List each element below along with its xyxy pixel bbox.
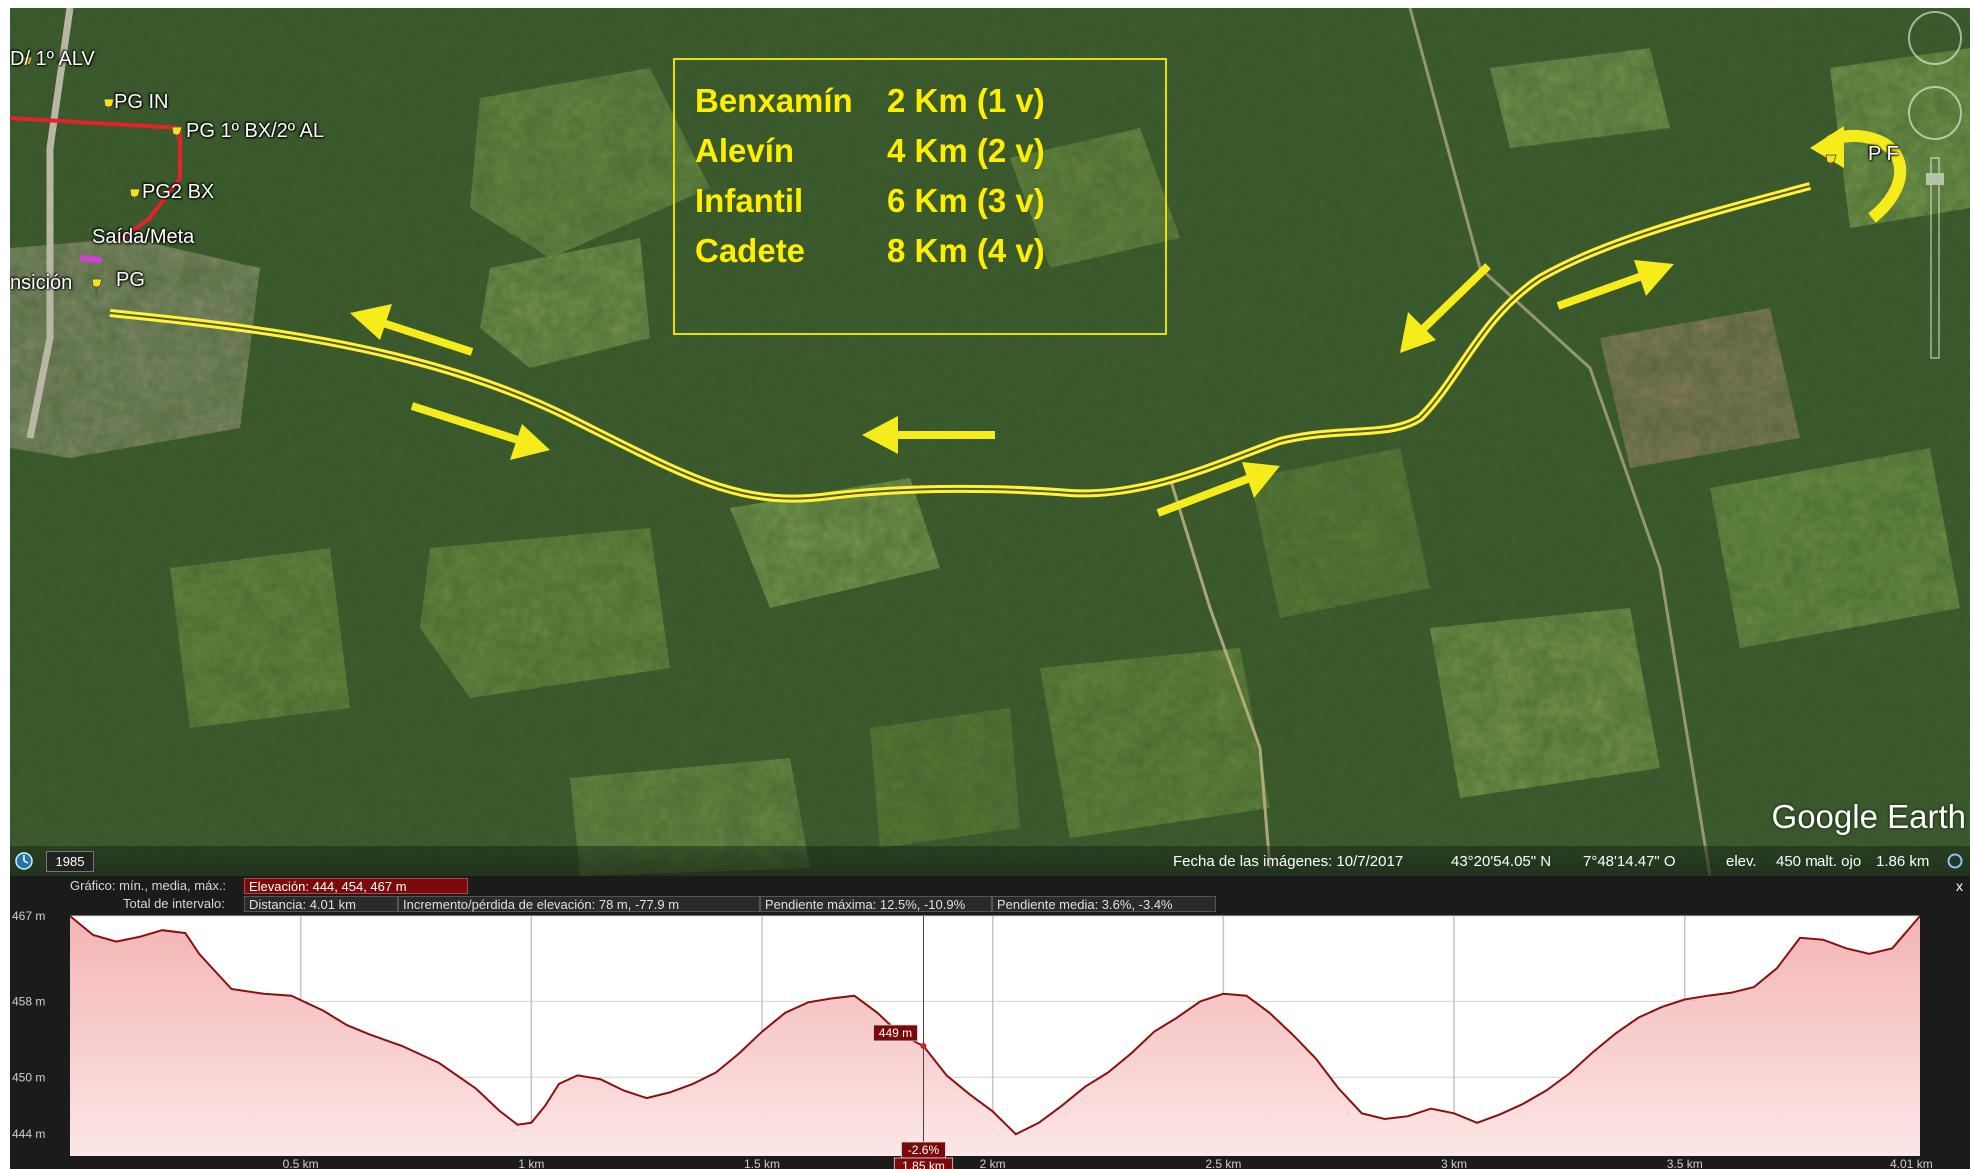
pushpin-icon[interactable]	[102, 98, 116, 114]
legend-category: Infantil	[695, 182, 804, 219]
latitude: 43°20'54.05" N	[1451, 853, 1552, 870]
pin-label-transicion[interactable]: nsición	[10, 272, 73, 294]
pushpin-icon[interactable]	[170, 126, 184, 142]
arrow-northeast	[1556, 260, 1674, 310]
pushpin-icon[interactable]	[128, 188, 142, 204]
cursor-elevation: 449 m	[873, 1024, 918, 1042]
arrow-west-2	[862, 416, 995, 454]
pin-label-pf[interactable]: P F	[1868, 143, 1899, 165]
longitude: 7°48'14.47" O	[1583, 853, 1676, 870]
elevation-value: 450 m	[1776, 853, 1818, 870]
x-tick-label: 2.5 km	[1205, 1157, 1241, 1169]
legend-distance: 4 Km (2 v)	[887, 132, 1045, 169]
cursor-point	[920, 1042, 927, 1049]
distance-box: Distancia: 4.01 km	[244, 896, 398, 912]
map-imagery	[10, 8, 1970, 876]
legend-row: Infantil 6 Km (3 v)	[695, 176, 1165, 226]
start-route	[10, 116, 182, 242]
legend-category: Cadete	[695, 232, 806, 269]
pin-label-pg[interactable]: PG	[116, 269, 145, 291]
elevation-line	[69, 915, 1921, 1136]
cursor-slope: -2.6%	[901, 1141, 946, 1159]
svg-text:449 m: 449 m	[879, 1026, 912, 1040]
legend-distance: 8 Km (4 v)	[887, 232, 1045, 269]
legend-distance: 6 Km (3 v)	[887, 182, 1045, 219]
x-tick-label: 1 km	[518, 1157, 544, 1169]
close-icon[interactable]: x	[1956, 878, 1963, 894]
satellite-map[interactable]: D/ 1º ALV PG IN PG 1º BX/2º AL PG2 BX Sa…	[10, 8, 1970, 876]
elevation-gain-box: Incremento/pérdida de elevación: 78 m, -…	[398, 896, 760, 912]
cursor-readouts: 449 m -2.6% 1.85 km	[873, 1024, 954, 1169]
arrow-east-2	[1156, 462, 1280, 517]
google-earth-logo: Google Earth	[1771, 798, 1966, 835]
x-tick-label: 0.5 km	[283, 1157, 319, 1169]
legend-category: Benxamín	[695, 82, 853, 119]
legend-row: Cadete 8 Km (4 v)	[695, 226, 1165, 276]
navigation-control[interactable]	[1908, 11, 1962, 359]
legend-category: Alevín	[695, 132, 795, 169]
road	[26, 8, 74, 439]
pin-label-d1alv[interactable]: D/ 1º ALV	[10, 48, 95, 70]
eye-alt-value: 1.86 km	[1876, 853, 1930, 870]
legend-row: Benxamín 2 Km (1 v)	[695, 76, 1165, 126]
status-bar: 1985 Fecha de las imágenes: 10/7/2017 43…	[10, 846, 1970, 876]
y-tick-label: 450 m	[12, 1070, 45, 1084]
avg-slope-box: Pendiente media: 3.6%, -3.4%	[992, 896, 1216, 912]
y-tick-label: 458 m	[12, 994, 45, 1008]
svg-text:1.85 km: 1.85 km	[902, 1159, 945, 1169]
pushpin-icon[interactable]	[1824, 154, 1838, 170]
pin-label-pg-1bx-2al[interactable]: PG 1º BX/2º AL	[186, 120, 325, 142]
status-circle-icon	[1946, 852, 1964, 874]
track	[1168, 477, 1272, 869]
x-tick-label: 2 km	[980, 1157, 1006, 1169]
max-slope-box: Pendiente máxima: 12.5%, -10.9%	[760, 896, 992, 912]
arrow-west-1	[350, 304, 474, 356]
x-tick-label: 4.01 km	[1890, 1157, 1933, 1169]
transition-zone	[79, 255, 103, 263]
y-tick-label: 467 m	[12, 909, 45, 923]
terrain-texture	[10, 8, 1970, 876]
elevation-chart[interactable]: 467 m 458 m 450 m 444 m 0.5 km 1 km 1.5 km 2 k…	[10, 876, 1970, 1169]
y-axis-labels: 467 m 458 m 450 m 444 m	[12, 909, 45, 1141]
track	[1408, 8, 1712, 876]
elevation-profile-panel: Gráfico: mín., media, máx.: Elevación: 4…	[10, 876, 1970, 1169]
elevation-area	[70, 916, 1920, 1156]
pushpin-icon[interactable]	[20, 56, 34, 72]
x-tick-label: 3 km	[1441, 1157, 1467, 1169]
elevation-label: elev.	[1726, 853, 1757, 870]
x-axis-labels: 0.5 km 1 km 1.5 km 2 km 2.5 km 3 km 3.5 km 4.01…	[283, 1157, 1933, 1169]
x-tick-label: 3.5 km	[1667, 1157, 1703, 1169]
race-route-center	[109, 185, 1811, 500]
elevation-stats: Elevación: 444, 454, 467 m	[244, 878, 468, 894]
timeline-year[interactable]: 1985	[46, 851, 94, 872]
arrow-southwest	[1400, 263, 1491, 353]
pushpin-icon[interactable]	[90, 278, 104, 294]
graph-stats-label: Gráfico: mín., media, máx.:	[70, 878, 227, 893]
eye-alt-label: alt. ojo	[1817, 853, 1862, 870]
x-tick-label: 1.5 km	[744, 1157, 780, 1169]
pin-label-pg2-bx[interactable]: PG2 BX	[142, 181, 215, 203]
pin-label-saida-meta[interactable]: Saída/Meta	[92, 226, 195, 248]
y-tick-label: 444 m	[12, 1127, 45, 1141]
cursor-distance: 1.85 km	[893, 1157, 954, 1169]
arrow-east-1	[410, 402, 550, 460]
category-legend: Benxamín 2 Km (1 v) Alevín 4 Km (2 v) Infa…	[673, 58, 1167, 335]
interval-total-label: Total de intervalo:	[123, 896, 225, 911]
legend-distance: 2 Km (1 v)	[887, 82, 1045, 119]
svg-text:-2.6%: -2.6%	[908, 1143, 940, 1157]
legend-row: Alevín 4 Km (2 v)	[695, 126, 1165, 176]
pin-label-pg-in[interactable]: PG IN	[114, 91, 169, 113]
imagery-date: Fecha de las imágenes: 10/7/2017	[1173, 853, 1404, 870]
historical-imagery-icon[interactable]	[14, 851, 34, 875]
